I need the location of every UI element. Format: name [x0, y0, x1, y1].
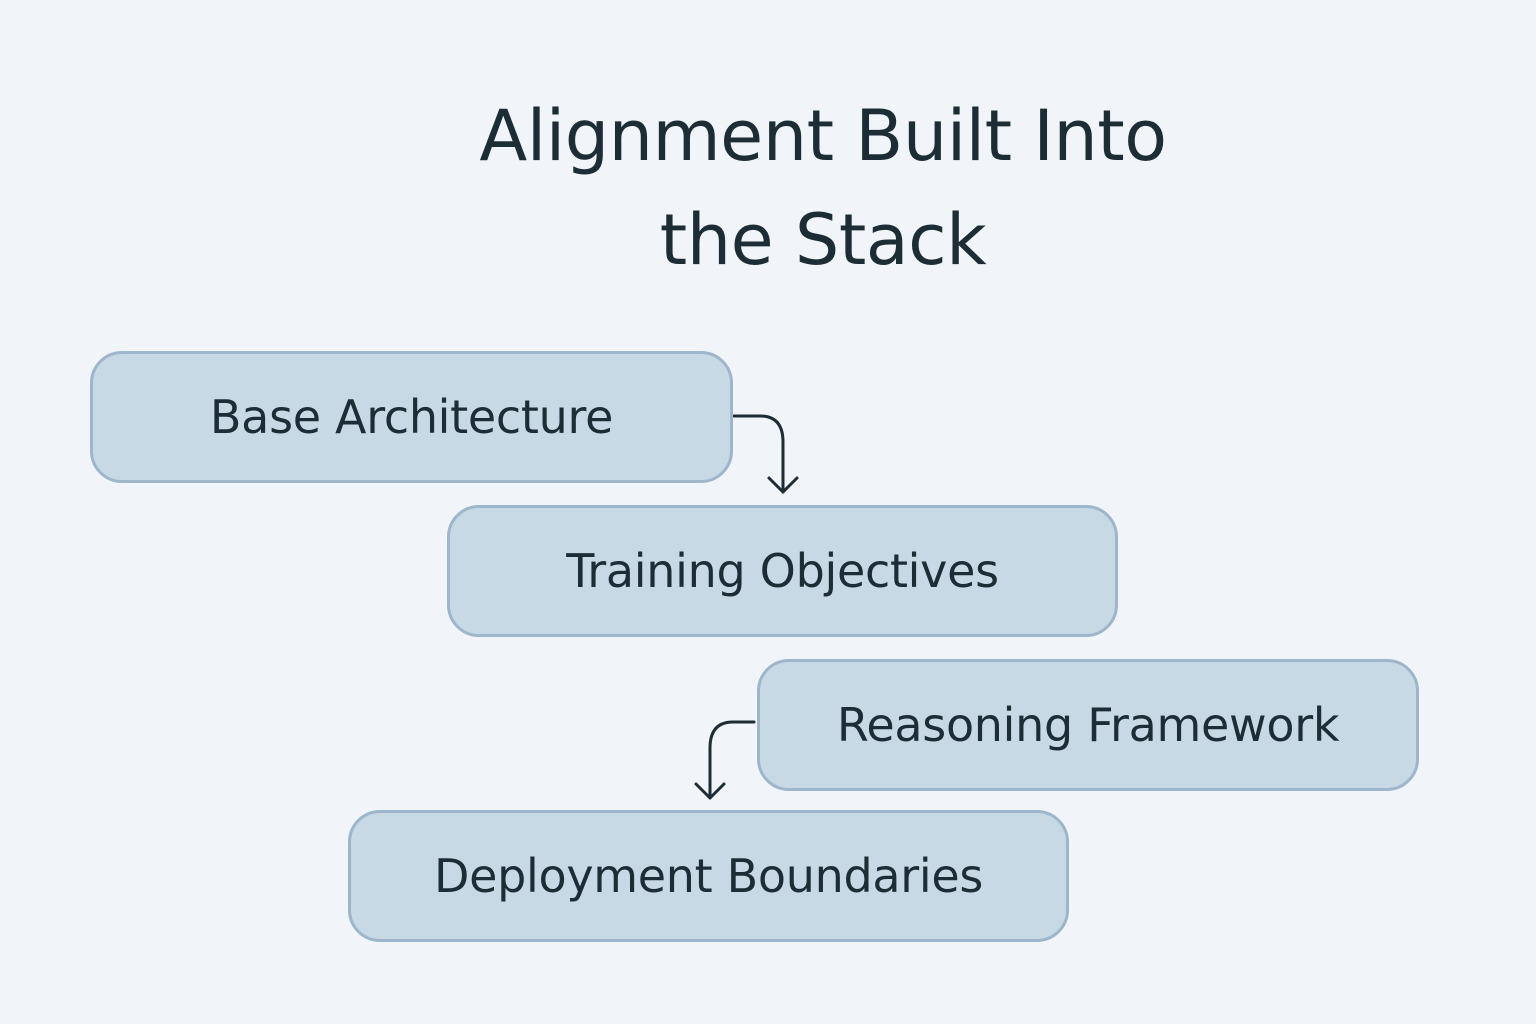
title-line-1: Alignment Built Into [479, 95, 1167, 177]
layer-label: Training Objectives [566, 544, 999, 598]
arrowhead-reasoning-to-deployment [694, 782, 726, 800]
layer-label: Deployment Boundaries [433, 849, 984, 903]
layer-label: Reasoning Framework [836, 698, 1340, 752]
connector-arrow-reasoning-to-deployment [708, 720, 756, 800]
diagram-title: Alignment Built Into the Stack [368, 84, 1278, 292]
connector-arrow-base-to-training [732, 414, 785, 494]
layer-box-reasoning-framework: Reasoning Framework [757, 659, 1419, 791]
layer-box-deployment-boundaries: Deployment Boundaries [348, 810, 1069, 942]
layer-box-training-objectives: Training Objectives [447, 505, 1118, 637]
arrowhead-base-to-training [767, 476, 799, 494]
layer-box-base-architecture: Base Architecture [90, 351, 733, 483]
layer-label: Base Architecture [209, 390, 614, 444]
title-line-2: the Stack [659, 199, 987, 281]
